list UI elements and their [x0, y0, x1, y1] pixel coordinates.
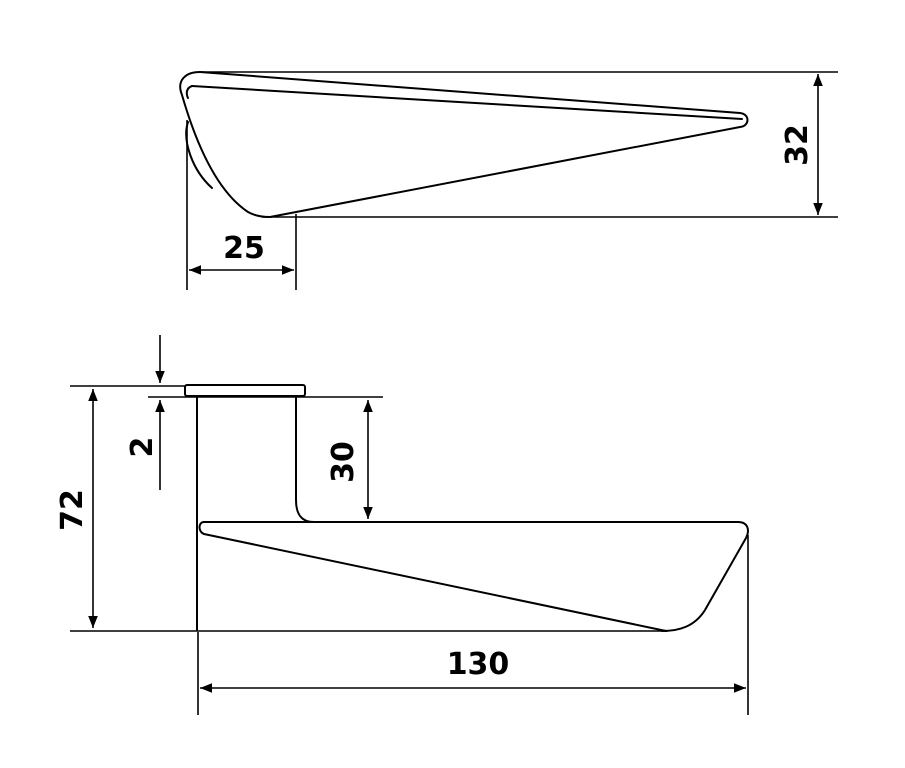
dim-label-30: 30	[326, 441, 361, 483]
dim-label-2: 2	[125, 437, 160, 458]
dim-label-72: 72	[55, 489, 90, 531]
dim-label-25: 25	[223, 231, 265, 266]
top-view: 25 32	[179, 71, 838, 290]
lever-outline	[203, 521, 749, 632]
neck-outline	[196, 395, 315, 631]
side-view: 72 2 30 130	[55, 335, 749, 715]
rose-plate	[184, 384, 306, 397]
dim-label-130: 130	[447, 647, 510, 682]
lever-inner-edge	[191, 85, 743, 120]
lever-top-outline	[179, 71, 271, 218]
lever-blade-top	[199, 71, 749, 218]
rose-arc	[185, 121, 213, 189]
dim-label-32: 32	[780, 124, 815, 166]
